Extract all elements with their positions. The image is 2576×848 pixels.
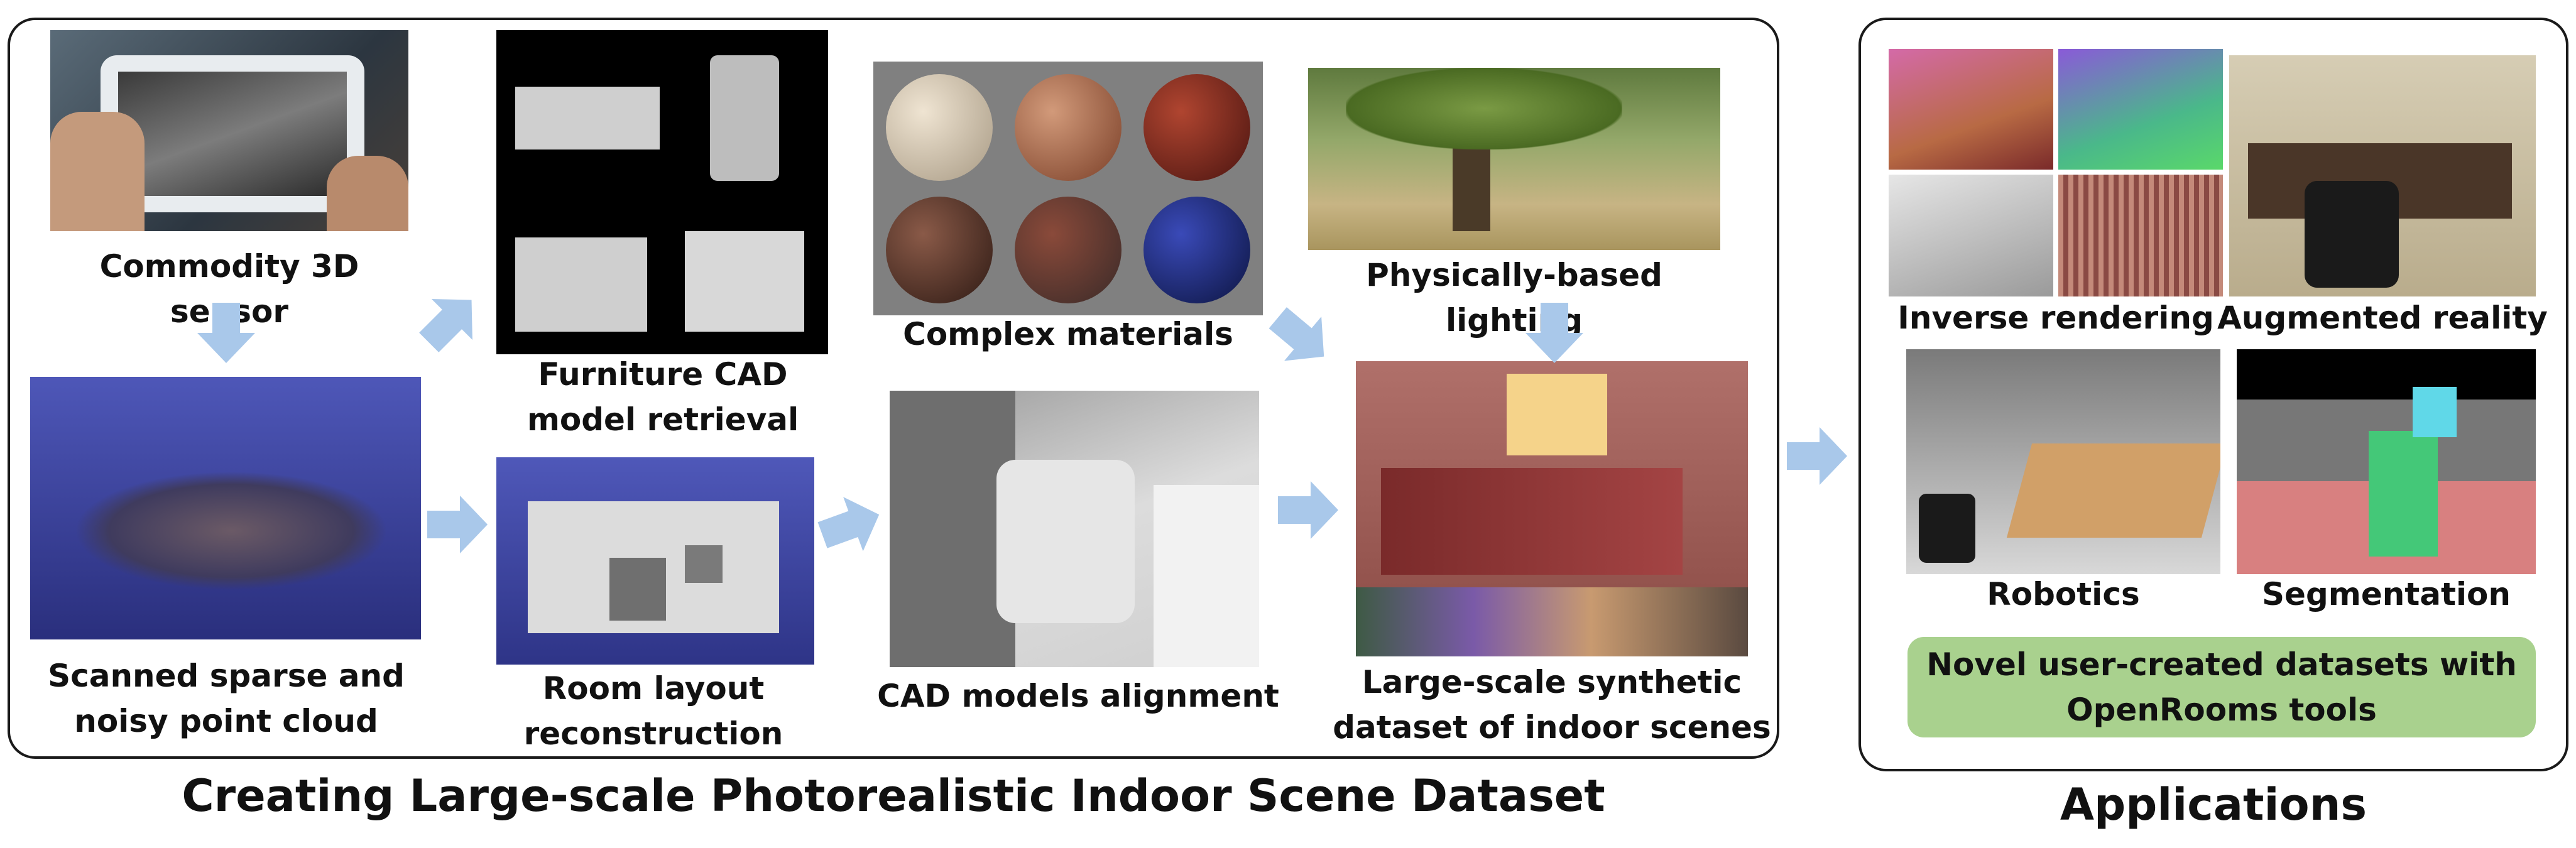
augmented-reality-label: Augmented reality	[2217, 300, 2548, 336]
inverse-rendering-label: Inverse rendering	[1897, 300, 2214, 336]
sensor-photo	[50, 30, 408, 231]
segmentation-image	[2237, 349, 2536, 574]
user-datasets-note	[1907, 637, 2536, 737]
dataset-image	[1356, 361, 1748, 656]
arrow-alignment-to-dataset	[1278, 481, 1338, 539]
arrow-pointcloud-to-layout	[427, 496, 488, 553]
arrow-layout-to-alignment	[817, 497, 880, 552]
lighting-label: Physically-based lighting	[1366, 257, 1662, 339]
room-layout-label: Room layout reconstruction	[523, 670, 783, 752]
room-layout-image	[496, 457, 814, 665]
pipeline-title: Creating Large-scale Photorealistic Indo…	[182, 770, 1605, 822]
sensor-label: Commodity 3D sensor	[99, 248, 359, 330]
augmented-reality-image	[2229, 55, 2536, 296]
cad-alignment-image	[890, 391, 1259, 667]
lighting-image	[1308, 68, 1720, 250]
robotics-label: Robotics	[1987, 576, 2140, 612]
materials-label: Complex materials	[903, 316, 1233, 352]
arrow-lighting-to-dataset	[1525, 303, 1583, 363]
arrow-sensor-to-cad	[419, 299, 472, 352]
user-datasets-note-text: Novel user-created datasets with OpenRoo…	[1926, 646, 2517, 728]
segmentation-label: Segmentation	[2262, 576, 2511, 612]
furniture-cad-image	[496, 30, 828, 354]
pointcloud-image	[30, 377, 421, 639]
materials-image	[873, 62, 1263, 315]
arrow-sensor-to-pointcloud	[197, 303, 255, 363]
dataset-label: Large-scale synthetic dataset of indoor …	[1333, 664, 1771, 746]
arrow-to-applications	[1787, 427, 1847, 485]
applications-title: Applications	[2060, 779, 2367, 830]
alignment-label: CAD models alignment	[877, 678, 1279, 714]
robotics-image	[1906, 349, 2220, 574]
inverse-rendering-image	[1889, 49, 2223, 296]
arrow-materials-to-dataset	[1269, 307, 1324, 361]
cad-retrieval-label: Furniture CAD model retrieval	[527, 356, 799, 438]
pointcloud-label: Scanned sparse and noisy point cloud	[48, 658, 405, 739]
